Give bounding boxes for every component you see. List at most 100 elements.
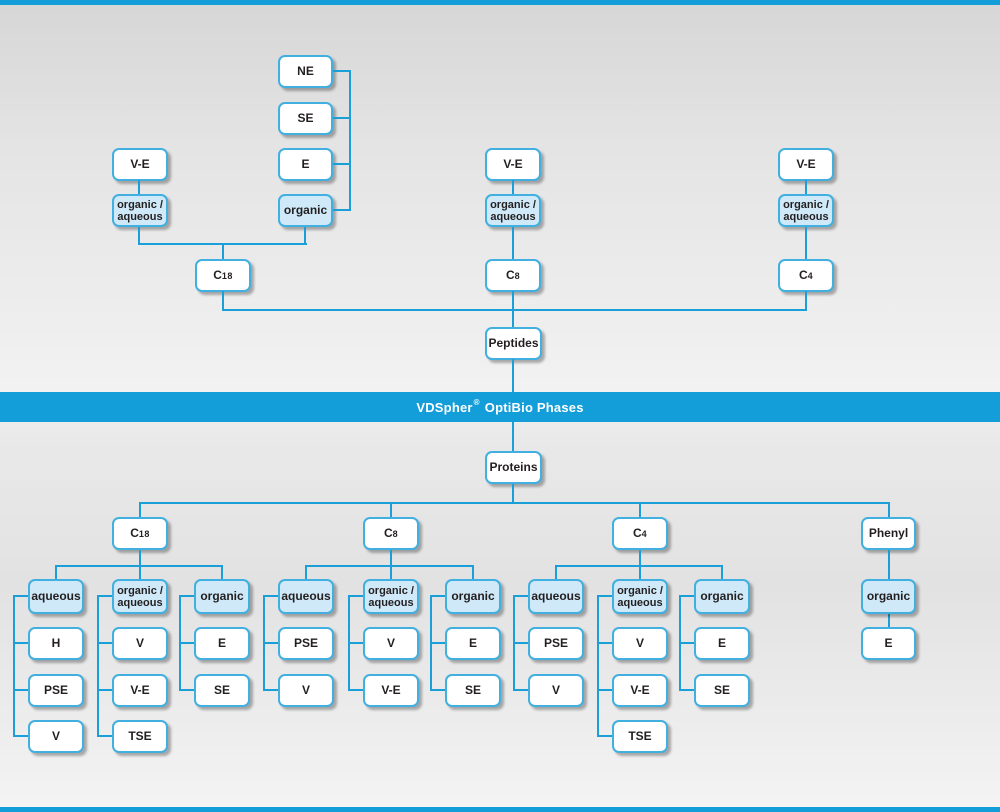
connector [639, 502, 641, 517]
node-c8-organic: organic [445, 579, 501, 614]
node-c8-aqueous-v: V [278, 674, 334, 707]
connector [263, 689, 278, 691]
connector [512, 422, 514, 451]
node-peptides: Peptides [485, 327, 542, 360]
node-se: SE [278, 102, 333, 135]
node-c4-orgaq-v: V [612, 627, 668, 660]
connector [555, 565, 557, 579]
connector [639, 565, 641, 579]
connector [304, 227, 306, 243]
connector [263, 642, 278, 644]
node-c4-organic-se: SE [694, 674, 750, 707]
node-ne: NE [278, 55, 333, 88]
banner-brand: VDSpher [416, 399, 473, 415]
connector [597, 595, 599, 737]
connector [97, 689, 112, 691]
connector [430, 642, 445, 644]
node-ve-right: V-E [778, 148, 834, 181]
connector [390, 565, 392, 579]
node-c18-organic-se: SE [194, 674, 250, 707]
connector [349, 70, 351, 211]
node-organic-top: organic [278, 194, 333, 227]
connector [472, 565, 474, 579]
connector [139, 502, 890, 504]
connector [221, 565, 223, 579]
connector [679, 595, 694, 597]
node-organic-aqueous-left: organic /aqueous [112, 194, 168, 227]
banner-rest: OptiBio Phases [484, 399, 584, 415]
connector [597, 689, 612, 691]
node-phenyl: Phenyl [861, 517, 916, 550]
connector [805, 227, 807, 259]
node-c18-orgaq-v: V [112, 627, 168, 660]
connector [805, 291, 807, 311]
connector [512, 180, 514, 194]
connector [97, 595, 112, 597]
node-c18-aqueous-pse: PSE [28, 674, 84, 707]
node-c18-bottom: C18 [112, 517, 168, 550]
connector [222, 243, 224, 259]
node-c4-bottom: C4 [612, 517, 668, 550]
connector [333, 117, 351, 119]
connector [512, 227, 514, 259]
node-c4-top: C4 [778, 259, 834, 292]
node-c8-bottom: C8 [363, 517, 419, 550]
node-phenyl-organic: organic [861, 579, 916, 614]
connector [513, 642, 528, 644]
node-c18-organic: organic [194, 579, 250, 614]
connector [222, 309, 807, 311]
node-c18-aqueous-h: H [28, 627, 84, 660]
node-c4-organic-aqueous: organic /aqueous [612, 579, 668, 614]
bottom-accent-bar [0, 807, 1000, 812]
connector [348, 595, 363, 597]
node-organic-aqueous-mid: organic /aqueous [485, 194, 541, 227]
node-proteins: Proteins [485, 451, 542, 484]
connector [13, 642, 28, 644]
connector [222, 291, 224, 311]
node-c8-orgaq-v: V [363, 627, 419, 660]
node-e: E [278, 148, 333, 181]
connector [305, 565, 474, 567]
connector [390, 550, 392, 565]
connector [512, 484, 514, 502]
connector [679, 689, 694, 691]
node-c18-top: C18 [195, 259, 251, 292]
node-c18-aqueous: aqueous [28, 579, 84, 614]
connector [513, 689, 528, 691]
connector [97, 595, 99, 737]
connector [430, 595, 445, 597]
connector [305, 565, 307, 579]
connector [597, 735, 612, 737]
connector [597, 595, 612, 597]
node-c8-top: C8 [485, 259, 541, 292]
node-c8-aqueous: aqueous [278, 579, 334, 614]
connector [888, 502, 890, 517]
node-phenyl-organic-e: E [861, 627, 916, 660]
connector [639, 550, 641, 565]
connector [333, 163, 351, 165]
node-c18-aqueous-v: V [28, 720, 84, 753]
node-c8-orgaq-ve: V-E [363, 674, 419, 707]
node-c8-organic-aqueous: organic /aqueous [363, 579, 419, 614]
node-organic-aqueous-right: organic /aqueous [778, 194, 834, 227]
connector [888, 612, 890, 627]
connector [138, 227, 140, 245]
node-c4-organic-e: E [694, 627, 750, 660]
node-c4-aqueous-v: V [528, 674, 584, 707]
connector [13, 689, 28, 691]
connector [597, 642, 612, 644]
connector [512, 359, 514, 392]
node-c4-aqueous: aqueous [528, 579, 584, 614]
connector [513, 595, 528, 597]
connector [348, 642, 363, 644]
node-c18-organic-aqueous: organic /aqueous [112, 579, 168, 614]
connector [333, 70, 351, 72]
connector [97, 735, 112, 737]
node-c4-orgaq-ve: V-E [612, 674, 668, 707]
node-c18-orgaq-ve: V-E [112, 674, 168, 707]
node-ve-mid: V-E [485, 148, 541, 181]
connector [805, 180, 807, 194]
connector [13, 595, 28, 597]
connector [888, 550, 890, 579]
